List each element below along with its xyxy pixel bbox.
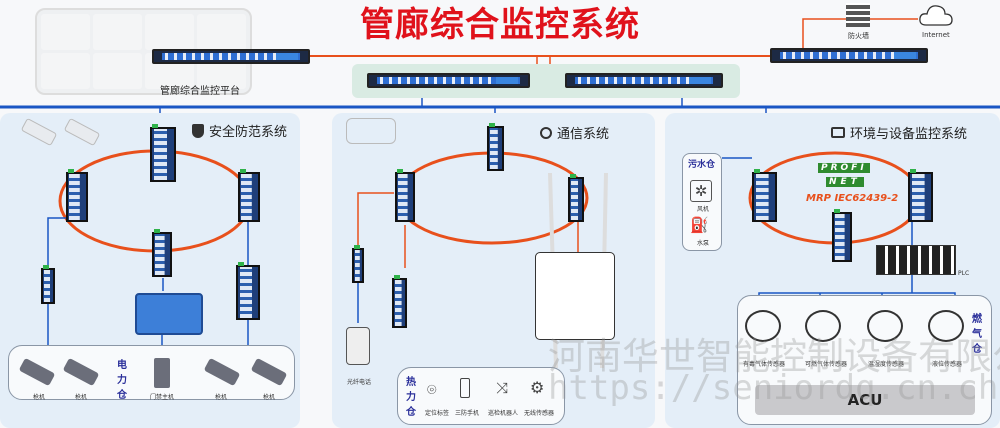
comm-ring-switch (395, 169, 415, 222)
plc-label: PLC (958, 270, 970, 277)
fiber-phone-label: 光纤电话 (347, 379, 372, 386)
gas-sensor-icon (805, 310, 841, 342)
security-ring-switch (150, 124, 176, 182)
gas-bay-label: 燃气仓 (972, 314, 982, 355)
page-title: 管廊综合监控系统 (360, 5, 640, 45)
wireless-ap (535, 252, 615, 340)
access-switch (352, 245, 364, 283)
sensor-label: 液位传感器 (932, 361, 963, 368)
pump-icon: ⛽ (690, 216, 709, 234)
profinet-logo: PROFI (818, 163, 870, 173)
phone-icon (460, 378, 470, 398)
device-label: 枪机 (263, 394, 276, 401)
device-label: 无线传感器 (524, 410, 555, 417)
security-ring-switch (152, 229, 172, 277)
env-title: 环境与设备监控系统 (850, 127, 968, 142)
sewage-bay-label: 污水仓 (688, 160, 716, 170)
access-switch (41, 265, 55, 304)
location-pin-icon: ⌾ (427, 380, 437, 399)
env-ring-switch (752, 169, 777, 222)
security-title: 安全防范系统 (209, 125, 288, 140)
gas-sensor-icon (745, 310, 781, 342)
device-label: 枪机 (33, 394, 46, 401)
comm-title: 通信系统 (557, 127, 610, 142)
ap-icon (346, 118, 396, 144)
device-label: 巡检机器人 (488, 410, 519, 417)
device-label: 门禁主机 (150, 394, 175, 401)
device-label: 枪机 (75, 394, 88, 401)
sensor-icon: ⚙ (530, 378, 545, 397)
core-switch-2 (565, 73, 723, 88)
env-ring-switch (832, 209, 852, 262)
heat-bay-box (397, 367, 565, 425)
heat-bay-label: 热力仓 (406, 377, 416, 418)
acu-unit: ACU (755, 385, 975, 415)
gas-sensor-icon (867, 310, 903, 342)
power-bay-box (8, 345, 295, 400)
platform-switch (152, 49, 310, 64)
watermark-company: 河南华世智能控制设备有限公司 (548, 335, 1000, 378)
watermark-url: https://seniordq.cn.china.cn (548, 368, 1000, 408)
sensor-label: 有毒气体传感器 (743, 361, 786, 368)
comm-ring-switch (568, 174, 584, 222)
fan-label: 风机 (697, 206, 710, 213)
mrp-label: MRP IEC62439-2 (806, 193, 899, 204)
device-label: 枪机 (215, 394, 228, 401)
robot-path-icon: ⤨ (496, 379, 509, 397)
sensor-label: 可燃气体传感器 (805, 361, 848, 368)
security-ring-switch (66, 169, 88, 222)
sewage-bay-box (682, 153, 722, 251)
cloud-icon (919, 5, 953, 26)
pump-label: 水泵 (697, 240, 710, 247)
access-switch (236, 262, 260, 320)
power-bay-label: 电力仓 (117, 360, 127, 401)
comm-ring-switch (487, 123, 504, 171)
sensor-label: 温湿度传感器 (868, 361, 905, 368)
monitor-eye-icon (831, 127, 845, 138)
internet-label: Internet (922, 31, 950, 39)
platform-label: 管廊综合监控平台 (160, 86, 240, 97)
core-switch-1 (367, 73, 530, 88)
plc-device (876, 245, 956, 275)
signal-icon (540, 126, 552, 139)
access-controller (135, 293, 203, 335)
wireless-router (392, 275, 407, 328)
door-controller-icon (154, 358, 170, 388)
device-label: 三防手机 (455, 410, 480, 417)
edge-switch (770, 48, 928, 63)
security-ring-switch (238, 169, 260, 222)
gas-sensor-icon (928, 310, 964, 342)
shield-icon (192, 123, 204, 138)
profinet-logo-net: NET (826, 177, 864, 187)
firewall-label: 防火墙 (848, 32, 869, 40)
fan-icon: ✲ (690, 180, 712, 202)
device-label: 定位标签 (425, 410, 450, 417)
env-ring-switch (908, 169, 933, 222)
fiber-phone-icon (346, 327, 370, 365)
firewall-icon (846, 3, 870, 27)
